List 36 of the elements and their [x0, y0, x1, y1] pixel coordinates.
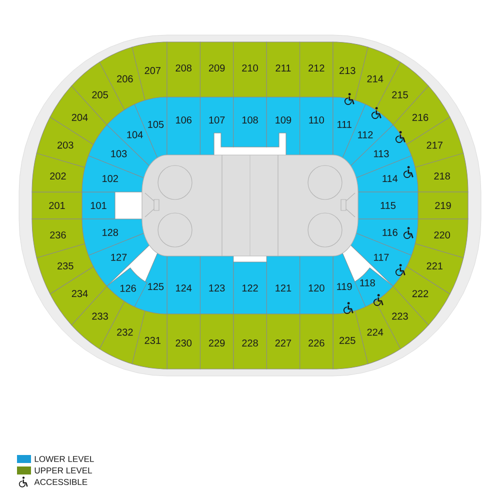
seat-section: 121 — [266, 256, 300, 314]
seat-section: 218 — [414, 152, 468, 192]
seat-section: 227 — [266, 314, 300, 370]
seat-section: 207 — [132, 42, 168, 100]
seat-section: 210 — [233, 42, 267, 98]
seat-section: 108 — [233, 96, 267, 148]
legend-label: LOWER LEVEL — [34, 456, 94, 462]
seat-section: 123 — [200, 256, 234, 314]
seat-section: 201 — [32, 192, 82, 220]
seat-section: 122 — [233, 262, 267, 314]
seat-section: 230 — [166, 314, 200, 370]
seat-section: 213 — [332, 42, 368, 100]
seat-section: 124 — [166, 256, 200, 314]
seat-section: 106 — [166, 96, 200, 156]
seat-section: 226 — [300, 314, 334, 370]
seat-section: 208 — [166, 42, 200, 98]
seat-section: 212 — [300, 42, 334, 98]
seat-section: 225 — [332, 310, 368, 370]
seat-section: 126 — [106, 268, 148, 308]
seat-section: 107 — [200, 96, 234, 156]
seat-section: 120 — [300, 256, 334, 314]
seat-section: 110 — [300, 96, 334, 156]
seat-section: 109 — [266, 96, 300, 156]
legend-label: UPPER LEVEL — [34, 468, 92, 474]
seat-section: 101 — [82, 192, 116, 220]
seat-section: 115 — [358, 192, 418, 220]
seat-section: 236 — [32, 218, 86, 258]
seat-section: 228 — [233, 314, 267, 370]
seat-section: 202 — [32, 152, 86, 192]
legend-label: ACCESSIBLE — [34, 479, 88, 485]
seat-section: 229 — [200, 314, 234, 370]
seat-section: 219 — [418, 192, 468, 220]
seat-section: 211 — [266, 42, 300, 98]
seat-section: 231 — [132, 310, 168, 370]
seat-section: 220 — [414, 218, 468, 258]
seat-section: 209 — [200, 42, 234, 98]
